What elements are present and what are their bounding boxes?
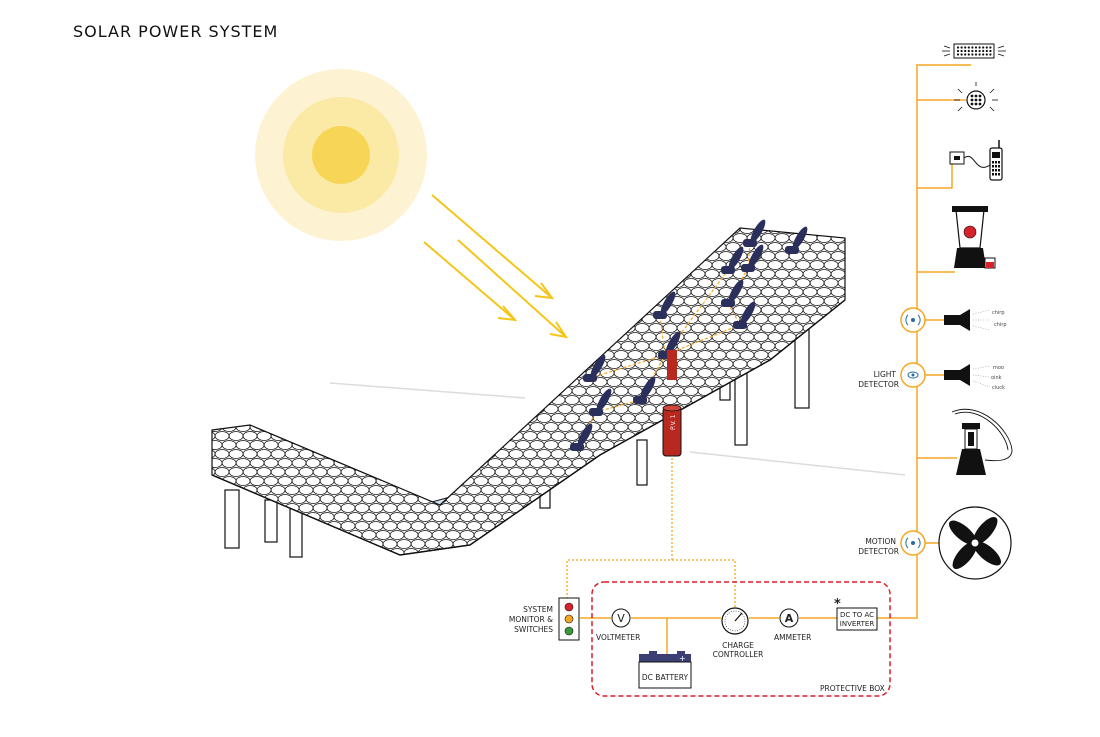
motion-detector-label-1: MOTION [865, 537, 896, 546]
blender-icon [952, 206, 996, 269]
cell-phone-charger-icon [949, 140, 1003, 181]
sun-rays [423, 194, 569, 339]
battery-label: DC BATTERY [642, 673, 689, 682]
light-bulb-icon [954, 82, 998, 112]
light-detector-label-1: LIGHT [874, 370, 897, 379]
solar-panel [741, 244, 764, 272]
battery-plus: + [679, 654, 686, 663]
inverter-label-1: DC TO AC [840, 611, 874, 619]
sound-moo: moo [993, 365, 1004, 371]
solar-panel [570, 423, 593, 451]
ammeter-symbol: A [785, 612, 794, 625]
dc-battery: + DC BATTERY [638, 651, 692, 689]
led-panel-icon [942, 43, 1006, 59]
ammeter-label: AMMETER [774, 633, 811, 642]
solar-panel [785, 226, 808, 254]
sound-chirp-1: chirp [992, 310, 1005, 316]
system-monitor: SYSTEM MONITOR & SWITCHES [509, 597, 580, 641]
ground-line [329, 382, 526, 399]
solar-panel [733, 301, 756, 329]
solar-panel [721, 279, 744, 307]
solar-panel [721, 246, 744, 274]
inverter: DC TO AC INVERTER * [834, 597, 878, 631]
fan-icon [938, 506, 1012, 580]
charge-controller-label-2: CONTROLLER [713, 650, 764, 659]
green-light-icon [564, 626, 574, 636]
wiring [566, 64, 971, 655]
system-monitor-label-1: SYSTEM [523, 605, 553, 614]
light-detector-label-2: DETECTOR [858, 380, 899, 389]
sensor-icon [900, 307, 926, 333]
system-monitor-label-3: SWITCHES [514, 625, 553, 634]
protective-box [591, 581, 891, 697]
sun-icon [255, 69, 427, 241]
amber-light-icon [564, 614, 574, 624]
solar-panel [743, 219, 766, 247]
pv-post: P.V. 1 [662, 350, 682, 457]
protective-box-label: PROTECTIVE BOX [820, 684, 885, 693]
pv-label: P.V. 1 [670, 414, 677, 430]
solar-panel [589, 388, 612, 416]
voltmeter-label: VOLTMETER [596, 633, 640, 642]
solar-panels [570, 219, 808, 451]
sensor-icon [900, 362, 926, 388]
page-title: SOLAR POWER SYSTEM [73, 22, 279, 41]
solar-panel [633, 376, 656, 404]
charge-controller-label-1: CHARGE [722, 641, 754, 650]
sound-chirp-2: chirp [994, 322, 1007, 328]
voltmeter-symbol: V [617, 612, 625, 625]
lantern-icon [951, 408, 1013, 475]
system-monitor-label-2: MONITOR & [509, 615, 553, 624]
inverter-label-2: INVERTER [840, 620, 875, 628]
solar-panel [653, 291, 676, 319]
gauge-needle [734, 612, 743, 622]
ground-line [689, 451, 906, 476]
red-light-icon [564, 602, 574, 612]
voltmeter: V VOLTMETER [596, 608, 640, 642]
roof-structure [211, 227, 846, 556]
speaker-icon: moo oink cluck [944, 364, 1005, 391]
sensor-icon [900, 530, 926, 556]
sound-cluck: cluck [992, 385, 1005, 391]
motion-detector-label-2: DETECTOR [858, 547, 899, 556]
solar-panel [583, 354, 606, 382]
ammeter: A AMMETER [774, 608, 811, 642]
inverter-mark: * [834, 597, 841, 612]
sound-oink: oink [991, 375, 1002, 381]
speaker-icon: chirp chirp [944, 309, 1007, 331]
charge-controller: CHARGE CONTROLLER [713, 607, 764, 659]
